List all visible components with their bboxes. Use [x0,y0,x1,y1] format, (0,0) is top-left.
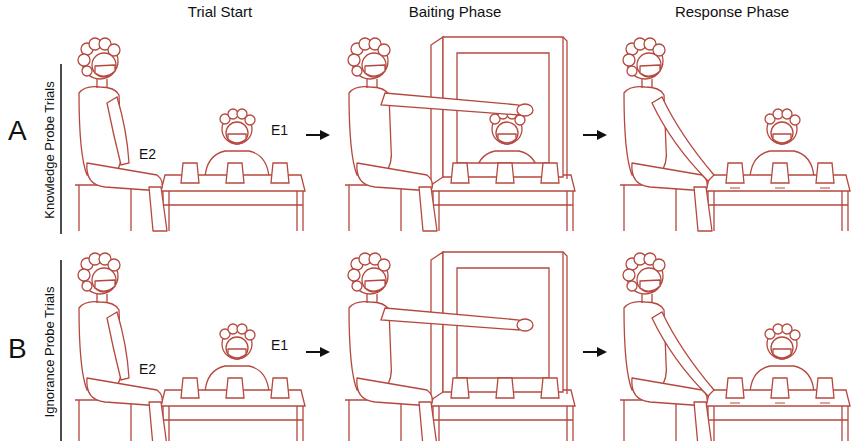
response-panel [620,38,850,231]
person-label: E2 [139,147,156,162]
row-bracket [60,64,62,441]
column-heading: Baiting Phase [409,4,502,21]
row-title: Knowledge Probe Trials [43,81,57,218]
person-label: E2 [139,362,156,377]
response-panel [620,253,850,441]
row-letter: A [8,116,27,147]
baiting-panel [345,252,575,441]
row-letter: B [8,334,27,365]
trial-start-panel [75,38,305,231]
phase-arrow [306,130,607,357]
baiting-panel [345,37,575,231]
column-heading: Trial Start [188,4,252,21]
row-title: Ignorance Probe Trials [43,287,57,418]
person-label: E1 [271,338,288,353]
column-heading: Response Phase [675,4,789,21]
person-label: E1 [271,123,288,138]
trial-start-panel [75,253,305,441]
